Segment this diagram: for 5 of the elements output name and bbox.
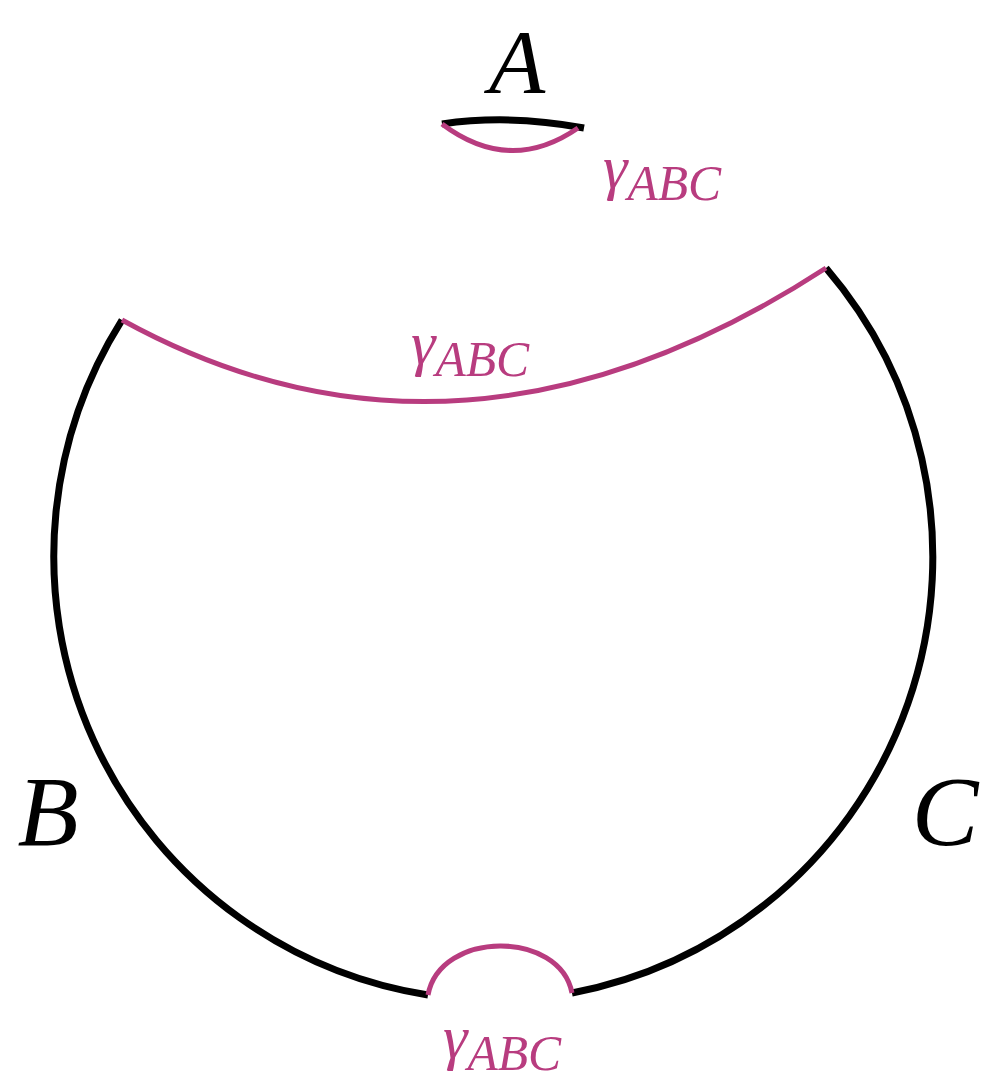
point-label: B xyxy=(17,762,79,862)
curve-label: γ$_{ABC}$ xyxy=(442,1005,562,1079)
curve-label: γ$_{ABC}$ xyxy=(410,311,530,385)
curve-label: γ$_{ABC}$ xyxy=(602,135,722,209)
point-label: C xyxy=(911,762,979,862)
